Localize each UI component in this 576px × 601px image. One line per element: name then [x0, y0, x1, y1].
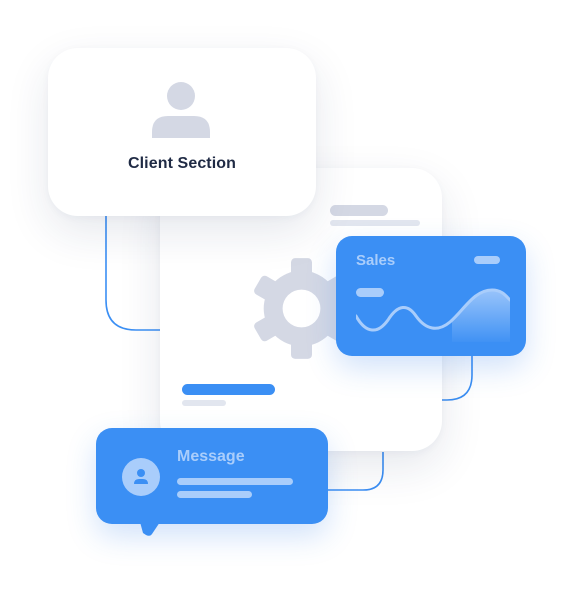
user-icon [122, 458, 160, 496]
placeholder-line [356, 288, 384, 297]
sales-title: Sales [356, 252, 396, 269]
speech-tail-icon [140, 522, 160, 536]
placeholder-line [177, 478, 293, 485]
wave-chart-icon [356, 288, 510, 342]
placeholder-line [330, 220, 420, 226]
placeholder-line [182, 400, 226, 406]
progress-bar [182, 384, 275, 395]
placeholder-line [474, 256, 500, 264]
placeholder-line [330, 205, 388, 216]
client-section-label: Client Section [127, 155, 237, 172]
message-card: Message [96, 428, 328, 524]
placeholder-line [177, 491, 252, 498]
sales-card: Sales [336, 236, 526, 356]
message-title: Message [177, 448, 245, 465]
user-icon [152, 82, 210, 138]
